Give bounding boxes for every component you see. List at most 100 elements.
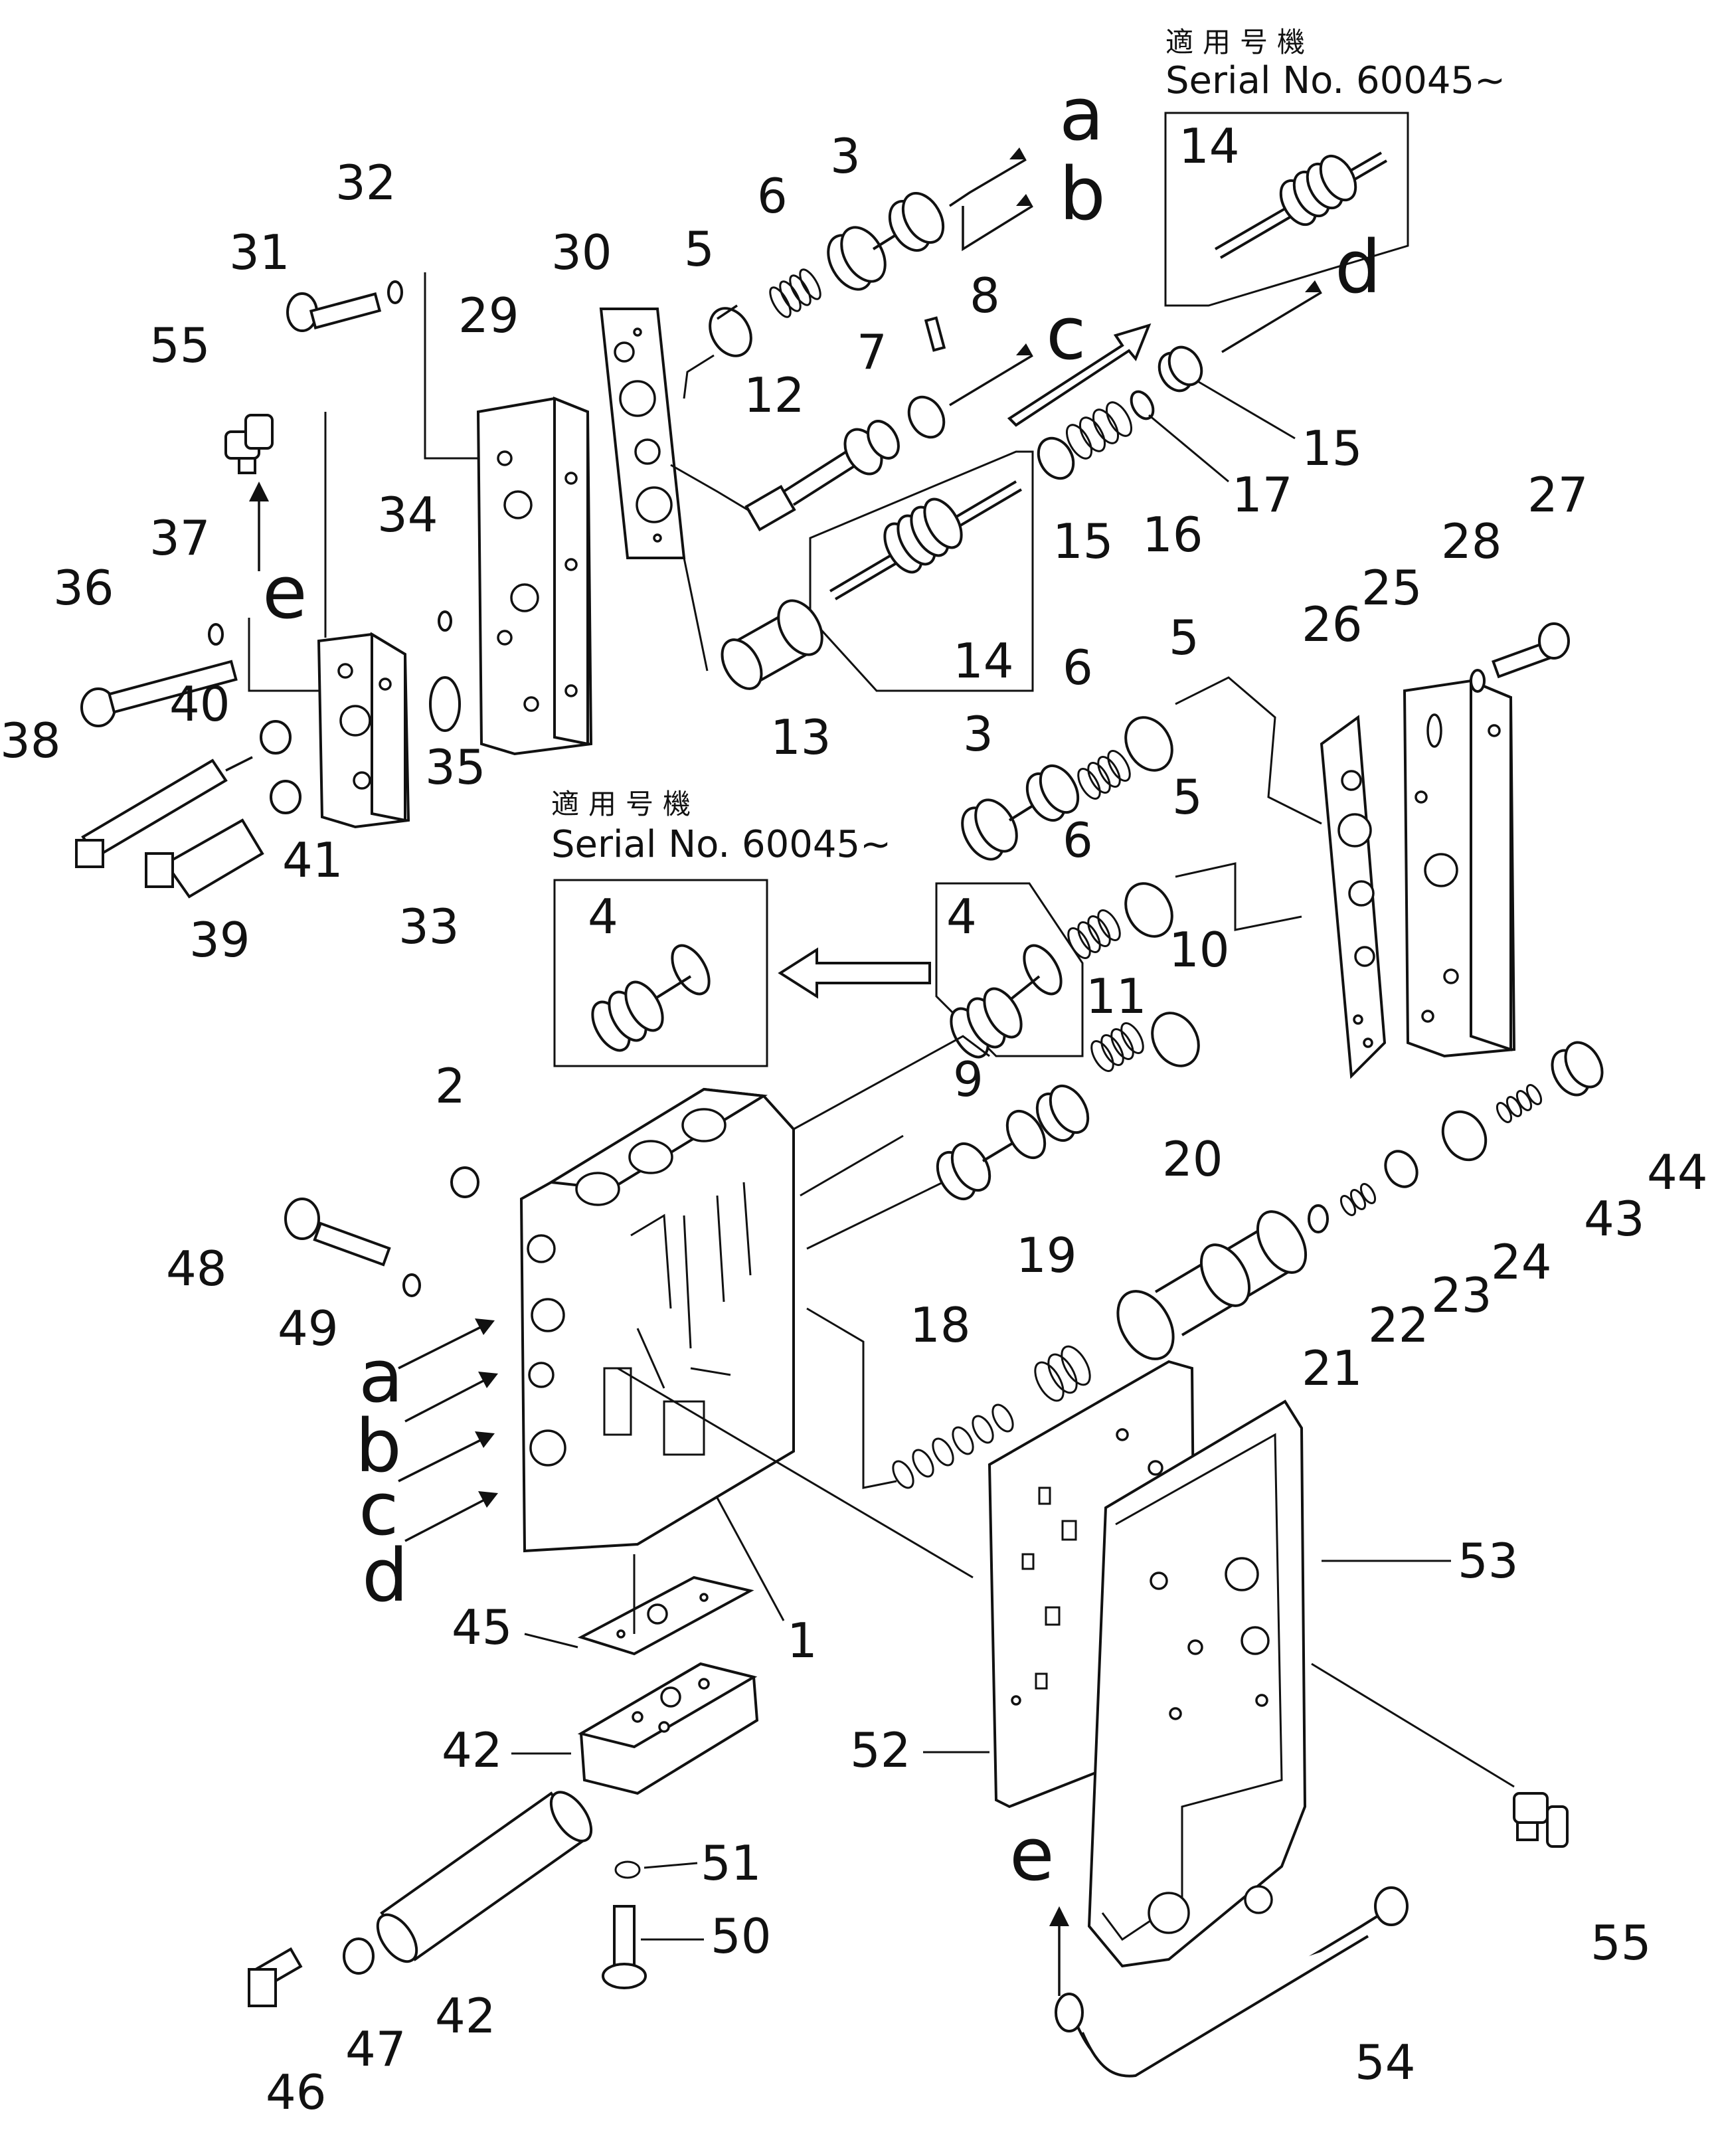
part-2-plug bbox=[450, 1166, 479, 1198]
callout-35: 33 bbox=[398, 899, 460, 954]
callout-10: 10 bbox=[1169, 922, 1230, 978]
part-3-mid-spool bbox=[961, 764, 1080, 861]
arrow-a-top-line bbox=[949, 158, 1027, 207]
arrow-b-top-head bbox=[1016, 194, 1033, 206]
callout-5-mid-a: 5 bbox=[1169, 610, 1199, 666]
arrow-a-left-head bbox=[475, 1318, 495, 1335]
leader-lines-13 bbox=[683, 557, 709, 672]
leader-55-lower bbox=[1311, 1662, 1515, 1788]
callout-46: 47 bbox=[345, 2021, 406, 2077]
callout-37: 35 bbox=[425, 739, 486, 795]
part-49-clip bbox=[614, 1860, 641, 1879]
part-13-plug bbox=[721, 599, 823, 690]
leader-47 bbox=[524, 1633, 578, 1649]
leader-15-upper bbox=[1198, 381, 1296, 440]
part-31-cover-block bbox=[476, 397, 593, 756]
callout-48: 50 bbox=[711, 1908, 772, 1964]
leader-49 bbox=[644, 1862, 698, 1869]
callout-34: 32 bbox=[335, 155, 396, 211]
part-5-mid-sleeve-a bbox=[1124, 716, 1173, 772]
arrow-a-top-head bbox=[1009, 147, 1026, 159]
part-1-valve-body bbox=[519, 1087, 795, 1553]
callout-42-b: 41 bbox=[282, 832, 343, 888]
callout-12: 12 bbox=[744, 367, 805, 423]
part-28-gasket bbox=[1320, 715, 1387, 1079]
part-55-elbow-topleft bbox=[224, 414, 274, 474]
part-4-inset-mid bbox=[950, 944, 1063, 1059]
part-32-gasket bbox=[599, 308, 686, 559]
hollow-arrow-left bbox=[778, 947, 931, 999]
callout-40: 38 bbox=[0, 713, 61, 768]
callout-31: 29 bbox=[458, 288, 519, 343]
part-14-valve-spool-center bbox=[829, 480, 1023, 600]
callout-15-upper: 15 bbox=[1302, 420, 1363, 476]
arrow-c-left-head bbox=[475, 1431, 495, 1448]
callout-24: 24 bbox=[1491, 1234, 1552, 1290]
callout-43: 42 bbox=[442, 1722, 503, 1778]
callout-44: 42 bbox=[435, 1988, 496, 2044]
callout-42-a: 40 bbox=[169, 676, 230, 732]
callout-36: 34 bbox=[377, 487, 438, 543]
callout-32: 30 bbox=[551, 225, 612, 280]
part-12-valve bbox=[744, 420, 900, 532]
part-41-solenoid bbox=[145, 818, 264, 899]
callout-26: 44 bbox=[1647, 1144, 1708, 1200]
callout-38: 36 bbox=[53, 560, 114, 616]
arrow-c-left-line bbox=[398, 1433, 492, 1482]
flow-letter-d-left: d bbox=[362, 1533, 408, 1618]
flow-letter-c-left: c bbox=[359, 1467, 398, 1552]
callout-20: 20 bbox=[1162, 1131, 1223, 1187]
part-6-top-spring bbox=[769, 268, 821, 318]
callout-28: 26 bbox=[1302, 596, 1363, 652]
callout-21: 21 bbox=[1302, 1340, 1363, 1396]
part-5-mid-sleeve-b bbox=[1124, 882, 1173, 938]
callout-47: 45 bbox=[452, 1599, 513, 1655]
part-17-ring bbox=[1130, 390, 1155, 420]
part-29-bolt bbox=[1492, 622, 1570, 679]
callout-14-top: 14 bbox=[1179, 118, 1240, 174]
part-30-washer bbox=[1470, 669, 1486, 693]
leader-1 bbox=[716, 1497, 785, 1621]
arrow-d-left-line bbox=[404, 1493, 495, 1542]
arrow-b-left-head bbox=[478, 1372, 498, 1388]
callout-14-center: 14 bbox=[953, 633, 1014, 689]
callout-2: 2 bbox=[435, 1058, 466, 1114]
part-21-ring bbox=[1308, 1204, 1329, 1233]
part-25-spring bbox=[1496, 1084, 1543, 1123]
hollow-arrow-up bbox=[1007, 323, 1152, 427]
part-53-washer bbox=[402, 1273, 421, 1297]
part-24-sleeve bbox=[1441, 1110, 1488, 1162]
leader-lines-12 bbox=[670, 464, 751, 513]
part-6-lower-spring bbox=[1067, 909, 1121, 959]
flow-letter-b-top: b bbox=[1059, 151, 1106, 236]
callout-29: 27 bbox=[1527, 467, 1588, 523]
callout-19: 19 bbox=[1016, 1227, 1077, 1283]
serial-note-1-jp: 適用号機 bbox=[1165, 26, 1314, 58]
leader-lines-top bbox=[424, 272, 478, 460]
callout-50: 52 bbox=[850, 1722, 911, 1778]
leader-lines-39 bbox=[248, 618, 319, 692]
part-34-washer bbox=[387, 280, 403, 304]
part-6-mid-spring bbox=[1077, 750, 1131, 800]
part-8-pin bbox=[924, 316, 946, 352]
arrow-e-lower-head bbox=[1049, 1906, 1069, 1926]
part-51-cover-plate bbox=[1087, 1399, 1307, 1968]
arrow-b-left-line bbox=[404, 1374, 495, 1423]
part-42-nut-b bbox=[270, 780, 301, 814]
callout-45: 46 bbox=[266, 2064, 327, 2120]
flow-letter-a-left: a bbox=[359, 1334, 403, 1419]
part-45-connector bbox=[248, 1947, 303, 2007]
callout-11: 11 bbox=[1086, 968, 1147, 1024]
part-5-top-sleeve bbox=[709, 304, 752, 357]
callout-8: 8 bbox=[970, 268, 1000, 323]
part-38-bolt bbox=[80, 660, 238, 727]
part-14-valve-spool-inset bbox=[1214, 151, 1388, 259]
callout-9: 9 bbox=[953, 1051, 984, 1107]
callout-6-top: 6 bbox=[757, 168, 788, 224]
part-15-cap-lower bbox=[1037, 436, 1075, 480]
callout-51: 53 bbox=[1458, 1533, 1519, 1589]
part-42-nut-a bbox=[260, 720, 292, 755]
callout-53: 49 bbox=[278, 1301, 339, 1356]
part-48-bolt bbox=[602, 1905, 647, 1989]
serial-note-2-text: Serial No. 60045~ bbox=[551, 823, 891, 866]
